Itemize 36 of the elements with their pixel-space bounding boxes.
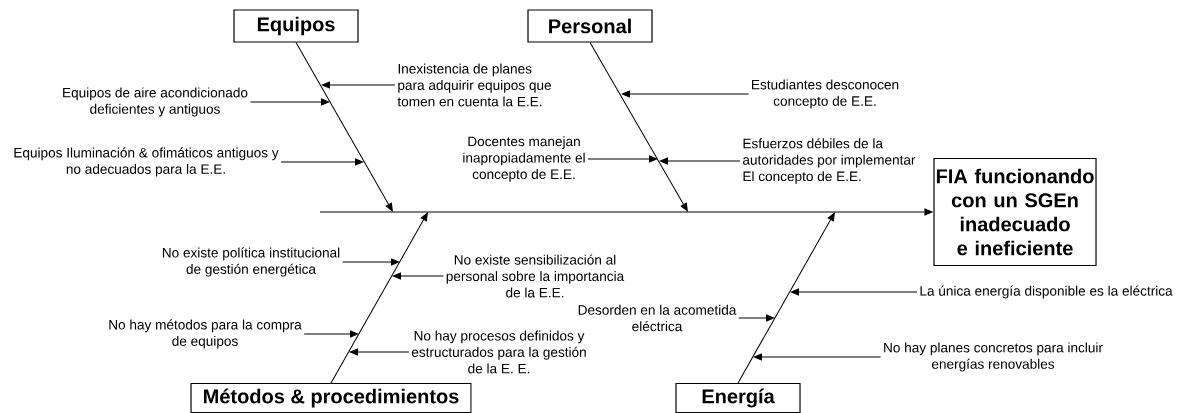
bone-arrow (589, 42, 688, 212)
cause-text: No hay procesos definidos y estructurados para la gestión de la E. E. (411, 330, 586, 374)
spine-arrow (319, 208, 933, 216)
category-box: Energía (675, 382, 801, 413)
cause-arrow (342, 258, 400, 266)
cause-arrow (753, 353, 882, 361)
cause-text: Equipos de aire acondicionado deficientes y antiguos (63, 87, 248, 117)
cause-text: Desorden en la acometida eléctrica (578, 304, 737, 332)
category-box: Métodos & procedimientos (190, 382, 472, 413)
cause-arrow (303, 330, 359, 338)
cause-text: Estudiantes desconocen concepto de E.E. (752, 79, 899, 109)
bone-arrow (330, 212, 428, 384)
cause-arrow (349, 348, 410, 356)
cause-arrow (621, 90, 749, 98)
cause-text: Docentes manejan inapropiadamente el concepto de E.E. (463, 136, 585, 182)
effect-box: FIA funcionando con un SGEn inadecuado e ineficiente (933, 157, 1097, 267)
cause-arrow (280, 158, 364, 166)
cause-arrow (249, 98, 330, 106)
cause-text: No hay métodos para la compra de equipos (109, 319, 302, 349)
cause-arrow (321, 81, 396, 89)
cause-text: La única energía disponible es la eléctrica (920, 285, 1173, 299)
cause-arrow (790, 288, 918, 296)
cause-text: Inexistencia de planes para adquirir equipos que tomen en cuenta la E.E. (397, 63, 551, 107)
cause-arrow (738, 314, 775, 322)
bone-arrow (737, 212, 835, 384)
cause-text: Equipos Iluminación & ofimáticos antiguos y no adecuados para la E.E. (14, 147, 279, 177)
cause-text: No hay planes concretos para incluir energías renovables (884, 342, 1103, 372)
cause-text: No existe sensibilización al personal sobre la importancia de la E.E. (446, 254, 625, 298)
cause-arrow (659, 157, 741, 165)
cause-arrow (392, 272, 444, 280)
category-box: Personal (527, 9, 653, 43)
cause-arrow (587, 155, 658, 163)
category-box: Equipos (233, 9, 359, 43)
cause-text: No existe política institucional de gestión energética (162, 247, 340, 277)
cause-text: Esfuerzos débiles de la autoridades por implementar El concepto de E.E. (743, 138, 916, 184)
bone-arrow (295, 42, 393, 212)
